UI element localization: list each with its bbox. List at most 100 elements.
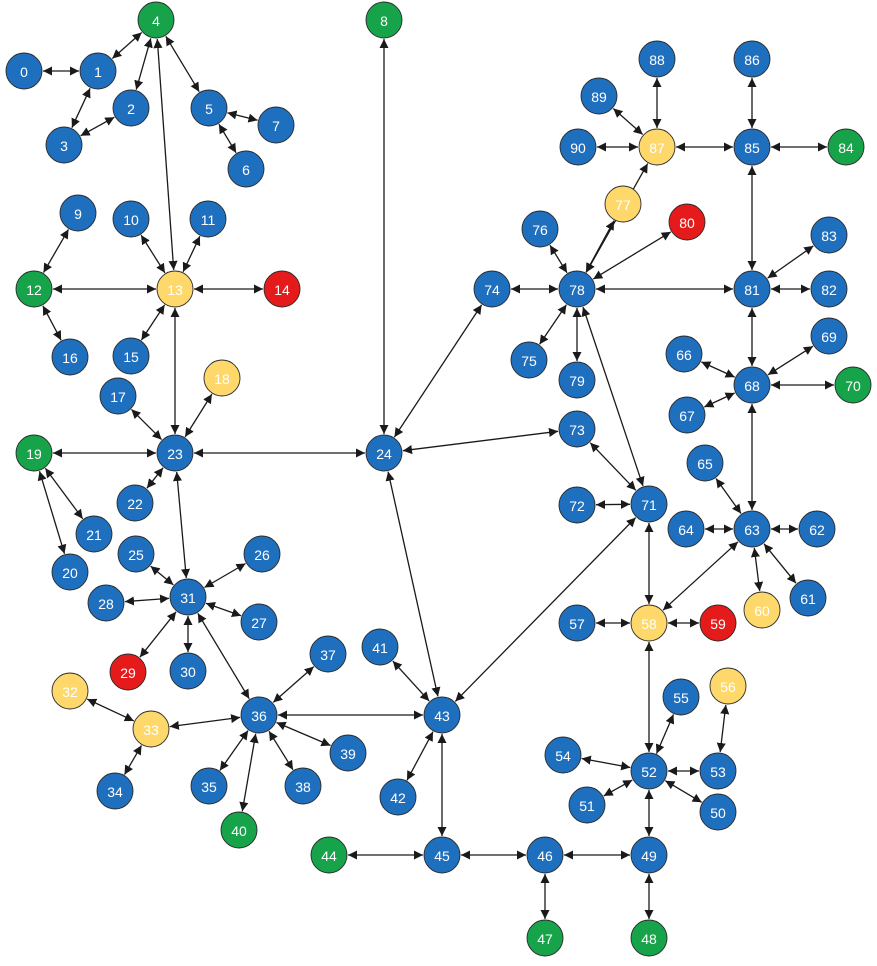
node-42: 42 <box>379 778 417 816</box>
node-74: 74 <box>473 270 511 308</box>
node-label-4: 4 <box>152 13 160 29</box>
node-80: 80 <box>668 203 706 241</box>
edge-23-31 <box>172 471 191 579</box>
node-circle-73 <box>558 410 596 448</box>
node-circle-20 <box>51 553 89 591</box>
node-27: 27 <box>240 603 278 641</box>
node-71: 71 <box>630 485 668 523</box>
edge-9-12 <box>42 229 70 273</box>
node-label-76: 76 <box>532 222 548 238</box>
node-circle-9 <box>59 194 97 232</box>
edge-5-7 <box>227 110 258 123</box>
node-label-9: 9 <box>74 206 82 222</box>
edge-36-39 <box>276 721 331 747</box>
node-circle-86 <box>733 40 771 78</box>
node-circle-3 <box>45 126 83 164</box>
edge-5-6 <box>218 123 237 154</box>
node-circle-21 <box>75 515 113 553</box>
node-label-40: 40 <box>231 823 247 839</box>
edge-35-36 <box>219 730 249 771</box>
node-circle-55 <box>662 678 700 716</box>
node-circle-7 <box>257 106 295 144</box>
node-label-33: 33 <box>143 722 159 738</box>
node-label-80: 80 <box>679 215 695 231</box>
node-circle-48 <box>630 919 668 957</box>
node-46: 46 <box>526 836 564 874</box>
node-4: 4 <box>137 1 175 39</box>
edge-76-78 <box>549 244 568 274</box>
edge-31-36 <box>197 612 250 700</box>
node-label-0: 0 <box>20 64 28 80</box>
node-66: 66 <box>665 335 703 373</box>
node-circle-47 <box>526 919 564 957</box>
node-40: 40 <box>220 811 258 849</box>
edge-4-13 <box>153 38 178 271</box>
edge-4-5 <box>165 35 200 93</box>
edge-24-74 <box>393 304 483 438</box>
node-36: 36 <box>240 696 278 734</box>
node-label-5: 5 <box>205 101 213 117</box>
node-circle-1 <box>79 52 117 90</box>
node-34: 34 <box>96 772 134 810</box>
edge-81-83 <box>767 245 814 279</box>
node-48: 48 <box>630 919 668 957</box>
edge-66-68 <box>701 361 735 378</box>
node-label-72: 72 <box>569 498 585 514</box>
node-label-21: 21 <box>86 527 102 543</box>
node-circle-24 <box>365 434 403 472</box>
edge-36-38 <box>268 730 294 771</box>
node-label-55: 55 <box>673 690 689 706</box>
node-circle-90 <box>559 128 597 166</box>
edge-2-4 <box>134 38 153 90</box>
node-circle-22 <box>116 484 154 522</box>
node-17: 17 <box>99 377 137 415</box>
node-circle-69 <box>810 317 848 355</box>
node-label-45: 45 <box>434 848 450 864</box>
node-65: 65 <box>686 444 724 482</box>
edge-22-23 <box>146 467 164 489</box>
node-label-61: 61 <box>800 591 816 607</box>
node-label-82: 82 <box>821 282 837 298</box>
node-circle-88 <box>638 40 676 78</box>
node-5: 5 <box>190 89 228 127</box>
node-label-56: 56 <box>720 679 736 695</box>
node-63: 63 <box>733 510 771 548</box>
node-circle-53 <box>699 752 737 790</box>
node-label-8: 8 <box>380 13 388 29</box>
edge-58-63 <box>662 541 739 611</box>
node-label-90: 90 <box>570 140 586 156</box>
node-56: 56 <box>709 667 747 705</box>
node-29: 29 <box>109 653 147 691</box>
node-label-50: 50 <box>710 805 726 821</box>
node-25: 25 <box>117 535 155 573</box>
edge-65-63 <box>715 478 742 514</box>
node-77: 77 <box>604 185 642 223</box>
edge-32-33 <box>86 698 135 722</box>
node-label-24: 24 <box>376 446 392 462</box>
node-label-83: 83 <box>821 228 837 244</box>
node-1: 1 <box>79 52 117 90</box>
node-circle-43 <box>423 696 461 734</box>
node-54: 54 <box>544 736 582 774</box>
node-circle-32 <box>51 672 89 710</box>
node-53: 53 <box>699 752 737 790</box>
node-78: 78 <box>558 270 596 308</box>
node-47: 47 <box>526 919 564 957</box>
node-label-23: 23 <box>167 446 183 462</box>
node-64: 64 <box>667 510 705 548</box>
node-circle-4 <box>137 1 175 39</box>
node-33: 33 <box>132 710 170 748</box>
node-circle-8 <box>365 1 403 39</box>
node-circle-74 <box>473 270 511 308</box>
node-label-54: 54 <box>555 748 571 764</box>
node-51: 51 <box>568 786 606 824</box>
node-22: 22 <box>116 484 154 522</box>
node-label-17: 17 <box>110 389 126 405</box>
edge-19-20 <box>37 471 67 554</box>
edge-33-34 <box>123 745 143 775</box>
node-circle-52 <box>630 752 668 790</box>
node-circle-82 <box>810 270 848 308</box>
node-circle-76 <box>521 210 559 248</box>
node-73: 73 <box>558 410 596 448</box>
